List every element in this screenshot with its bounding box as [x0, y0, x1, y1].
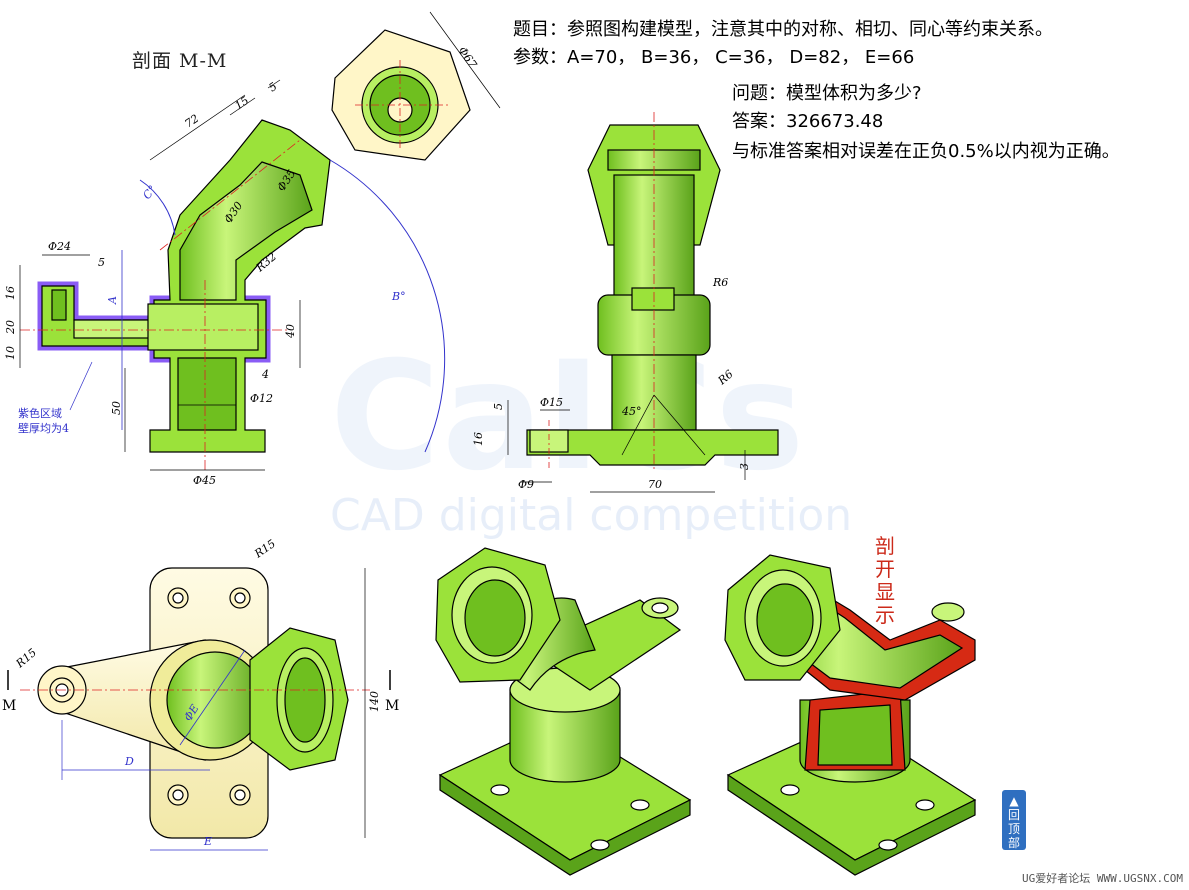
task-title: 题目：参照图构建模型，注意其中的对称、相切、同心等约束关系。	[513, 19, 1053, 40]
purple-wall-note: 紫色区域 壁厚均为4	[18, 406, 69, 436]
dim-e: E	[203, 835, 212, 848]
dim-a: A	[106, 296, 119, 305]
dim-c: C°	[140, 183, 159, 202]
dim-15: 15	[232, 94, 251, 113]
dim-5-front: 5	[492, 403, 505, 410]
dim-phi12: Φ12	[250, 392, 273, 405]
dim-phi45: Φ45	[193, 474, 216, 487]
purple-note-line2: 壁厚均为4	[18, 422, 69, 435]
purple-note-line1: 紫色区域	[18, 407, 62, 420]
dim-50: 50	[110, 401, 123, 415]
dim-d: D	[124, 755, 134, 768]
dim-phi24: Φ24	[48, 240, 71, 253]
dim-40: 40	[284, 324, 297, 339]
back-to-top-label: 回顶部	[1008, 808, 1021, 850]
task-question: 问题：模型体积为多少?	[732, 83, 922, 104]
up-arrow-icon: ▲	[1009, 794, 1019, 808]
watermark-subtitle: CAD digital competition	[330, 490, 853, 541]
dim-r15b: R15	[13, 646, 39, 671]
dim-72: 72	[182, 112, 201, 131]
dim-r6b: R6	[715, 368, 736, 388]
forum-footer: UG爱好者论坛 WWW.UGSNX.COM	[1022, 872, 1183, 885]
dim-r15a: R15	[251, 537, 278, 561]
dim-r6a: R6	[712, 276, 728, 289]
task-tolerance: 与标准答案相对误差在正负0.5%以内视为正确。	[732, 141, 1120, 162]
dim-phi15: Φ15	[540, 396, 563, 409]
dim-3: 3	[738, 463, 751, 470]
watermark-logo: CaICs	[330, 330, 807, 504]
m-label-right: M	[385, 698, 400, 714]
front-dims: R6 R6 5 Φ15 16 45° 3 Φ9 70	[472, 276, 751, 491]
front-view	[507, 112, 779, 493]
task-answer: 答案：326673.48	[732, 111, 884, 132]
section-title: 剖面 M-M	[132, 50, 228, 72]
dim-phi9: Φ9	[518, 478, 534, 491]
cut-label-line1: 剖开	[875, 534, 895, 581]
dim-16-front: 16	[472, 432, 485, 446]
m-label-left: M	[2, 698, 17, 714]
dim-b: B°	[391, 290, 406, 303]
iso-view-left	[435, 547, 692, 876]
dim-16: 16	[4, 286, 17, 300]
hex-view	[331, 11, 501, 161]
dim-4: 4	[261, 368, 269, 381]
dim-45deg: 45°	[621, 405, 642, 418]
iso-view-cut	[724, 554, 977, 876]
task-params: 参数：A=70， B=36， C=36， D=82， E=66	[513, 47, 915, 68]
dim-70: 70	[648, 478, 662, 491]
cut-label-line2: 显示	[875, 580, 895, 627]
back-to-top-button[interactable]: ▲ 回顶部	[1002, 790, 1026, 850]
dim-10: 10	[4, 346, 17, 360]
dim-phi67: Φ67	[456, 44, 480, 70]
top-view	[7, 567, 391, 851]
dim-20: 20	[4, 320, 17, 335]
dim-5b: 5	[98, 256, 105, 269]
section-view	[19, 79, 446, 471]
dim-140: 140	[368, 691, 381, 712]
cut-display-label: 剖开 显示	[873, 535, 897, 627]
